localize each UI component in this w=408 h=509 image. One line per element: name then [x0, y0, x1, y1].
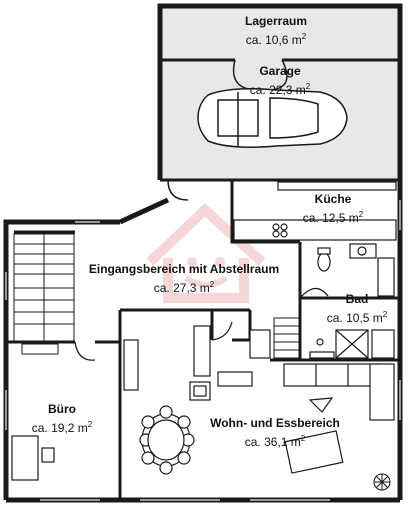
- room-area: ca. 36,1 m2: [192, 431, 358, 450]
- room-area-value: ca. 27,3 m: [153, 281, 210, 295]
- room-label-wohnen: Wohn- und Essbereich ca. 36,1 m2: [192, 416, 358, 450]
- room-area: ca. 10,5 m2: [312, 307, 402, 326]
- room-area-value: ca. 12,5 m: [302, 211, 359, 225]
- unit-exponent: 2: [358, 210, 364, 219]
- room-name: Wohn- und Essbereich: [210, 416, 340, 430]
- bathroom-fixtures: [309, 247, 395, 359]
- unit-exponent: 2: [301, 32, 307, 41]
- hallway-details: [123, 325, 271, 401]
- room-name: Küche: [314, 192, 352, 206]
- room-name: Eingangsbereich mit Abstellraum: [88, 262, 280, 276]
- room-area: ca. 27,3 m2: [64, 277, 304, 296]
- room-name: Garage: [259, 64, 301, 78]
- room-label-bad: Bad ca. 10,5 m2: [312, 292, 402, 326]
- room-area-value: ca. 10,5 m: [326, 311, 383, 325]
- room-area: ca. 19,2 m2: [14, 417, 110, 436]
- room-label-kueche: Küche ca. 12,5 m2: [278, 192, 388, 226]
- room-area: ca. 10,6 m2: [208, 29, 344, 48]
- room-area-value: ca. 36,1 m: [244, 435, 301, 449]
- unit-exponent: 2: [87, 420, 93, 429]
- unit-exponent: 2: [305, 82, 311, 91]
- room-label-eingang: Eingangsbereich mit Abstellraum ca. 27,3…: [64, 262, 304, 296]
- unit-exponent: 2: [382, 310, 388, 319]
- interior-doors: [74, 287, 329, 361]
- room-label-garage: Garage ca. 22,3 m2: [212, 64, 348, 98]
- room-name: Büro: [48, 402, 76, 416]
- room-area: ca. 22,3 m2: [212, 79, 348, 98]
- windows: [5, 200, 401, 501]
- unit-exponent: 2: [300, 434, 306, 443]
- kitchen-counter: [233, 181, 397, 259]
- room-area-value: ca. 22,3 m: [249, 83, 306, 97]
- landing-steps: [273, 317, 301, 359]
- sofa: [283, 363, 395, 421]
- car-symbol: [197, 88, 348, 148]
- staircase: [13, 233, 75, 355]
- dining-table: [139, 405, 195, 475]
- watermark-house-logo: [146, 203, 266, 303]
- room-label-buero: Büro ca. 19,2 m2: [14, 402, 110, 436]
- room-name: Bad: [345, 292, 369, 306]
- room-area: ca. 12,5 m2: [278, 207, 388, 226]
- plant-icon: [373, 473, 391, 491]
- room-area-value: ca. 10,6 m: [245, 33, 302, 47]
- desk: [11, 435, 55, 481]
- unit-exponent: 2: [209, 280, 215, 289]
- room-label-lagerraum: Lagerraum ca. 10,6 m2: [208, 14, 344, 48]
- room-area-value: ca. 19,2 m: [31, 421, 88, 435]
- sideboard: [284, 430, 344, 474]
- room-name: Lagerraum: [244, 14, 308, 28]
